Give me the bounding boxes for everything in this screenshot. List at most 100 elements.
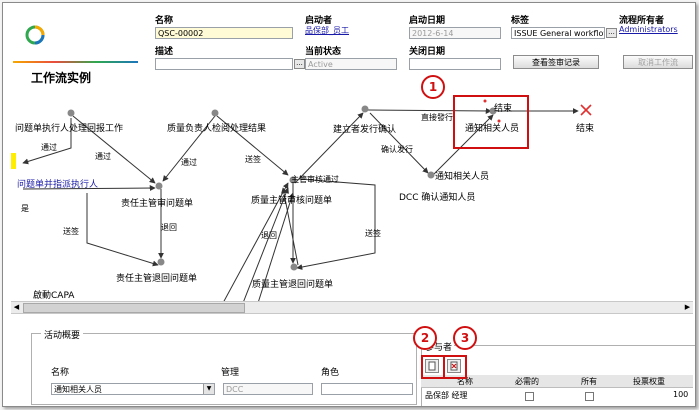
all-checkbox[interactable]	[585, 392, 594, 401]
node-notify-related[interactable]	[489, 107, 497, 115]
diagram-horizontal-scrollbar[interactable]: ◀ ▶	[11, 301, 693, 314]
delete-participant-button[interactable]	[447, 359, 461, 373]
node-qa-review[interactable]	[211, 109, 219, 117]
selection-handle-icon	[483, 99, 487, 103]
edge-label-pass: 通过	[41, 142, 57, 152]
activity-role-label: 角色	[321, 368, 340, 378]
cancel-workflow-button[interactable]: 取消工作流	[623, 55, 693, 69]
description-label: 描述	[155, 47, 174, 57]
activity-manage-field: DCC	[223, 383, 313, 395]
edge-issue-to-resp	[22, 185, 156, 192]
edge-label-confirm-issue: 确认发行	[381, 144, 413, 154]
chevron-down-icon[interactable]: ▼	[203, 384, 214, 394]
activity-overview-title: 活动概要	[41, 328, 84, 341]
edge-exec-to-issue	[22, 118, 72, 165]
node-create[interactable]	[361, 105, 369, 113]
node-exec[interactable]	[67, 109, 75, 117]
node-qa-issue[interactable]	[289, 176, 297, 184]
label-resp-review: 责任主管审问题单	[121, 197, 193, 209]
col-required-header: 必需的	[515, 377, 539, 386]
initiator-label: 启动者	[305, 16, 333, 26]
participant-name: 品保部 经理	[425, 391, 468, 400]
label-create: 建立者发行确认	[333, 123, 396, 135]
required-checkbox[interactable]	[525, 392, 534, 401]
delete-icon	[450, 361, 458, 371]
edge-capa-2	[243, 187, 289, 301]
workflow-diagram: 问题单执行人处理回报工作 质量负责人检阅处理结果 建立者发行确认 结束 通知相关…	[11, 99, 594, 301]
label-notify-person: 通知相关人员	[435, 170, 489, 182]
scroll-right-arrow-icon[interactable]: ▶	[684, 303, 691, 311]
workflow-diagram-canvas[interactable]: 问题单执行人处理回报工作 质量负责人检阅处理结果 建立者发行确认 结束 通知相关…	[11, 87, 687, 301]
edge-qareview-to-create	[294, 112, 364, 184]
edge-qa-to-resp	[162, 115, 216, 182]
edge-capa-1	[223, 182, 289, 301]
label-dcc: DCC 确认通知人员	[399, 191, 475, 203]
label-end: 结束	[576, 122, 594, 134]
app-logo-icon	[25, 25, 45, 45]
edge-label-yes: 是	[21, 204, 29, 213]
edge-qareturn-to-qareview	[281, 187, 299, 266]
edge-label-return: 退回	[161, 223, 177, 232]
label-issue-assign: 问题单并指派执行人	[17, 178, 98, 190]
selection-handle-icon	[497, 119, 501, 123]
annotation-box-1	[453, 95, 529, 149]
label-qa-issue: 质量主管审核问题单	[251, 194, 332, 206]
node-issue-start[interactable]	[11, 153, 16, 169]
label-qa-return: 质量主管退回问题单	[252, 278, 333, 290]
page-title: 工作流实例	[31, 71, 92, 85]
activity-name-select[interactable]: 通知相关人员 ▼	[51, 383, 215, 395]
edge-label-return: 退回	[261, 231, 277, 240]
table-row[interactable]: 品保部 经理 100	[421, 389, 693, 401]
state-field: Active	[305, 58, 397, 70]
title-rule	[13, 61, 138, 63]
edge-label-sendsign: 送签	[63, 226, 79, 236]
node-dcc[interactable]	[427, 171, 435, 179]
annotation-box-3	[443, 355, 467, 379]
diagram-nodes	[11, 99, 592, 271]
edge-label-sendsign: 送签	[245, 154, 261, 164]
diagram-edges	[22, 107, 579, 301]
annotation-marker-3: 3	[453, 326, 477, 350]
new-document-icon	[428, 361, 436, 371]
edge-label-pass: 通过	[181, 157, 197, 167]
activity-role-field[interactable]	[321, 383, 413, 395]
owner-label: 流程所有者	[619, 16, 665, 26]
name-field[interactable]: QSC-00002	[155, 27, 293, 39]
tag-label: 标签	[511, 16, 530, 26]
participants-table-header: 名称 必需的 所有 投票权重	[421, 375, 693, 388]
activity-name-value: 通知相关人员	[54, 385, 102, 394]
label-exec: 问题单执行人处理回报工作	[15, 122, 123, 134]
edge-dcc-to-notify	[432, 114, 494, 176]
col-name-header: 名称	[457, 377, 473, 386]
tag-field[interactable]: ISSUE General workflow	[511, 27, 605, 39]
end-x-icon	[580, 104, 592, 116]
node-resp-review[interactable]	[155, 182, 163, 190]
scroll-left-arrow-icon[interactable]: ◀	[13, 303, 20, 311]
close-date-label: 关闭日期	[409, 47, 446, 57]
edge-capa-3	[258, 192, 295, 301]
initiator-link[interactable]: 品保部_员工	[305, 26, 349, 35]
owner-link[interactable]: Administrators	[619, 25, 678, 34]
activity-name-label: 名称	[51, 368, 70, 378]
edge-label-direct-issue: 直接發行	[421, 112, 453, 122]
view-signoff-button[interactable]: 查看签审记录	[513, 55, 599, 69]
label-start-capa: 啟動CAPA	[33, 289, 75, 301]
label-qa-review: 质量负责人检阅处理结果	[167, 122, 266, 134]
node-resp-return[interactable]	[157, 258, 165, 266]
close-date-field[interactable]	[409, 58, 501, 70]
start-date-field: 2012-6-14	[409, 27, 501, 39]
label-resp-return: 责任主管退回问题单	[116, 272, 197, 284]
tag-picker-button[interactable]: ...	[606, 28, 617, 38]
scrollbar-thumb[interactable]	[23, 303, 245, 313]
participant-weight: 100	[673, 390, 689, 399]
name-label: 名称	[155, 16, 174, 26]
add-participant-button[interactable]	[425, 359, 439, 373]
description-field[interactable]	[155, 58, 293, 70]
col-all-header: 所有	[581, 377, 597, 386]
node-qa-return[interactable]	[290, 263, 298, 271]
annotation-marker-2: 2	[413, 326, 437, 350]
label-end-task: 结束	[494, 102, 512, 114]
activity-manage-label: 管理	[221, 368, 240, 378]
description-picker-button[interactable]: ...	[294, 59, 305, 69]
